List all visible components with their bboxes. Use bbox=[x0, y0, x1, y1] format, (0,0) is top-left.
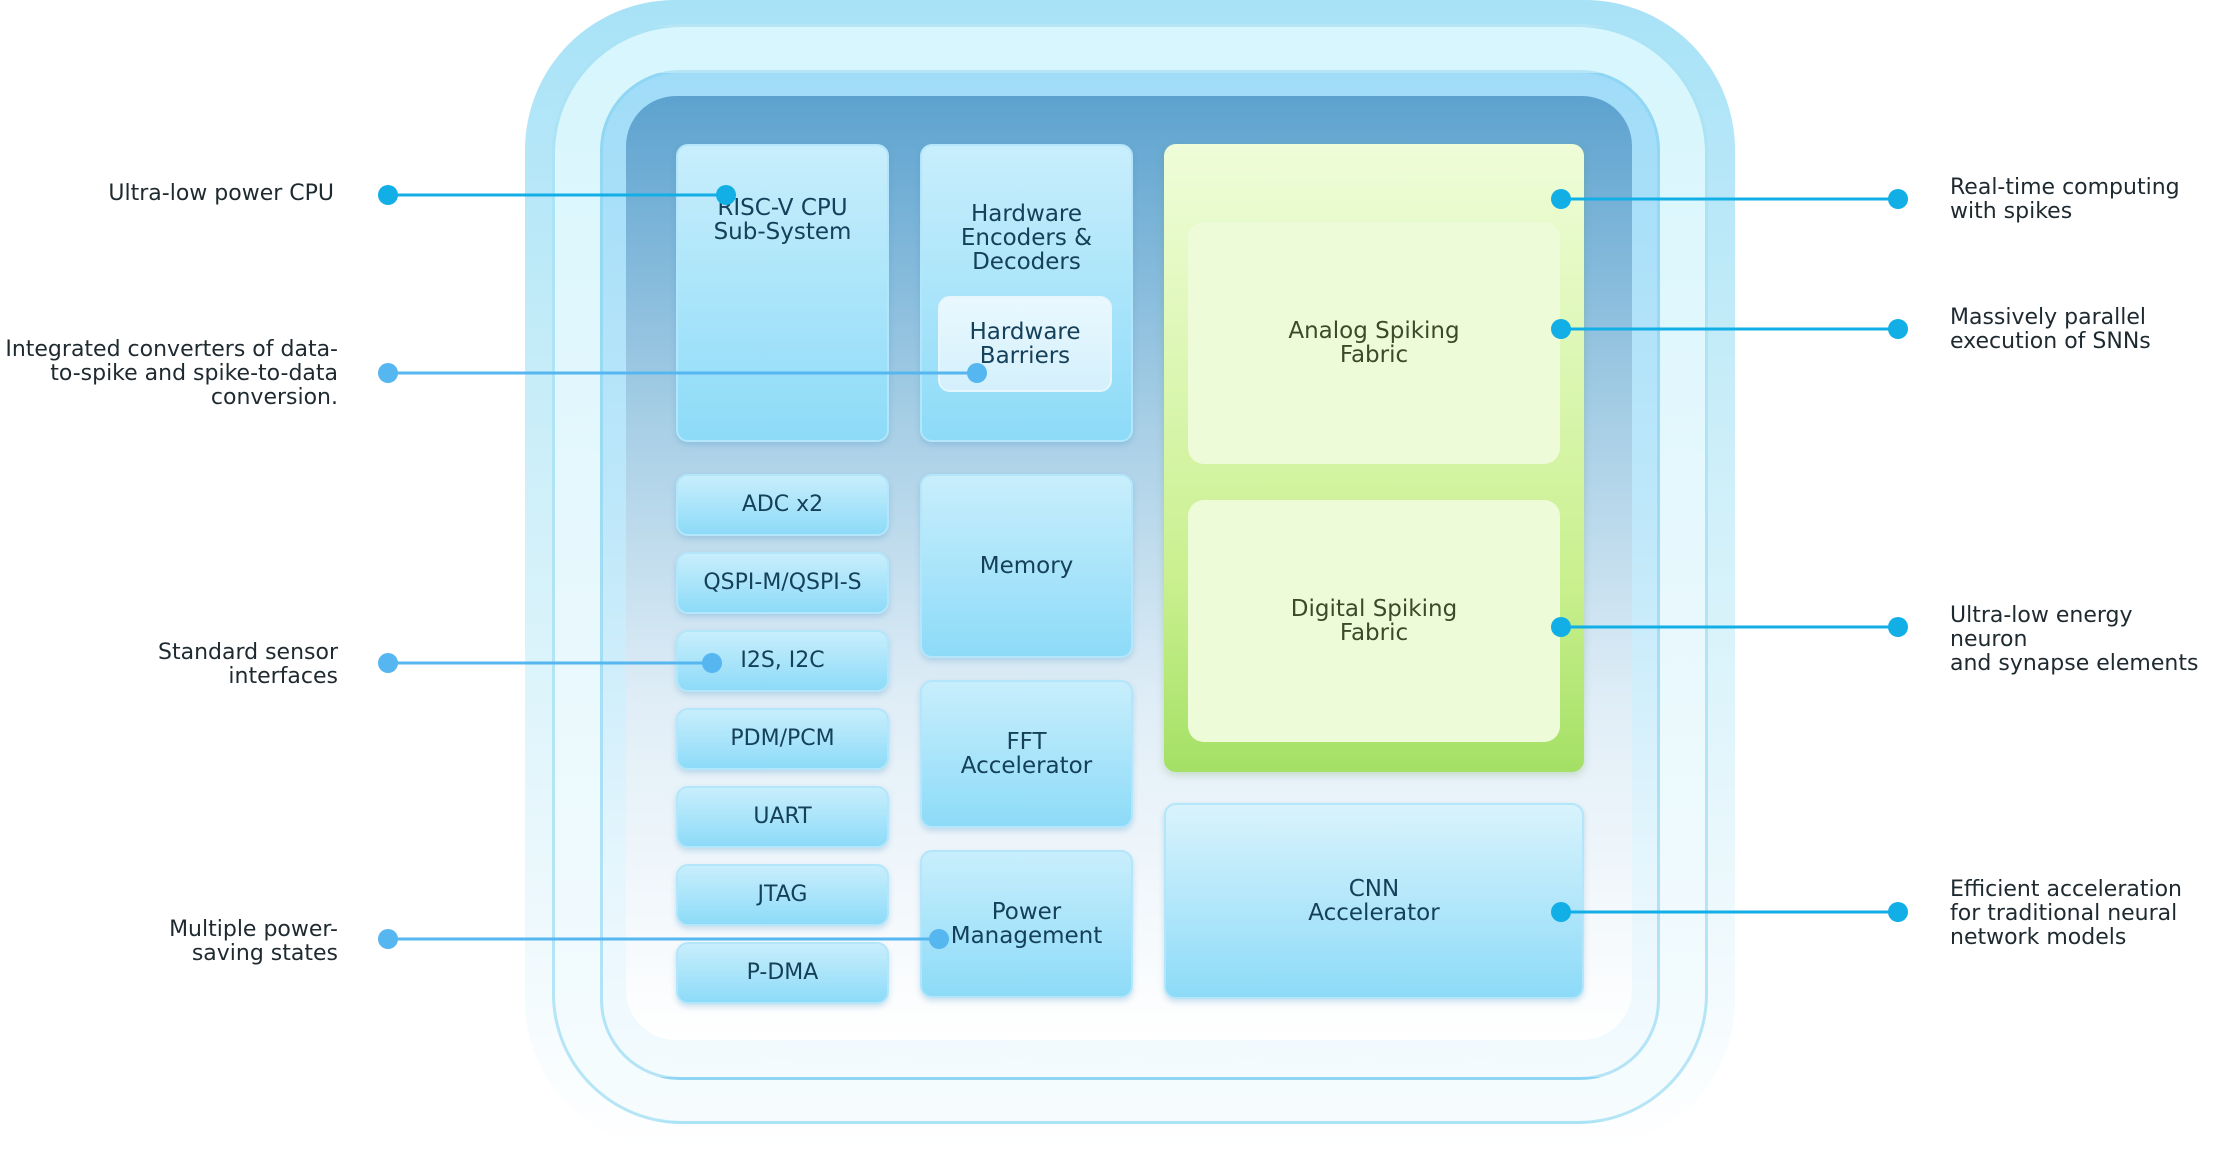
encoders-label: Hardware Encoders & Decoders bbox=[960, 201, 1093, 275]
annotation-ultra-low-energy: Ultra-low energy neuron and synapse elem… bbox=[1950, 603, 2199, 676]
realtime-connector-dot-end bbox=[1888, 189, 1908, 209]
cnn-accelerator-block: CNN Accelerator bbox=[1164, 803, 1584, 999]
qspi-block: QSPI-M/QSPI-S bbox=[676, 552, 889, 614]
efficient-connector-dot-end bbox=[1888, 902, 1908, 922]
annotation-multiple-power-saving-states: Multiple power- saving states bbox=[169, 917, 338, 966]
analog-spiking-fabric-block: Analog Spiking Fabric bbox=[1188, 222, 1560, 464]
digital-spiking-fabric-block: Digital Spiking Fabric bbox=[1188, 500, 1560, 742]
annotation-massively-parallel: Massively parallel execution of SNNs bbox=[1950, 305, 2151, 354]
annotation-ultra-low-power-cpu: Ultra-low power CPU bbox=[108, 181, 334, 206]
sensor-connector-dot-start bbox=[378, 653, 398, 673]
energy-connector-dot-end bbox=[1888, 617, 1908, 637]
annotation-real-time-computing: Real-time computing with spikes bbox=[1950, 175, 2180, 224]
parallel-connector-dot-end bbox=[1888, 319, 1908, 339]
annotation-integrated-converters: Integrated converters of data- to-spike … bbox=[5, 337, 338, 410]
cpu-connector-dot-start bbox=[378, 185, 398, 205]
i2s-i2c-block: I2S, I2C bbox=[676, 630, 889, 692]
risc-v-cpu-block: RISC-V CPU Sub-System bbox=[676, 144, 889, 442]
annotation-efficient-acceleration: Efficient acceleration for traditional n… bbox=[1950, 877, 2182, 950]
p-dma-block: P-DMA bbox=[676, 942, 889, 1004]
power-connector-dot-start bbox=[378, 929, 398, 949]
fft-accelerator-block: FFT Accelerator bbox=[920, 680, 1133, 828]
uart-block: UART bbox=[676, 786, 889, 848]
hardware-barriers-block: Hardware Barriers bbox=[938, 296, 1112, 392]
memory-block: Memory bbox=[920, 474, 1133, 658]
pdm-pcm-block: PDM/PCM bbox=[676, 708, 889, 770]
jtag-block: JTAG bbox=[676, 864, 889, 926]
power-management-block: Power Management bbox=[920, 850, 1133, 998]
hardware-encoders-decoders-block: Hardware Encoders & Decoders bbox=[920, 144, 1133, 442]
converters-connector-dot-start bbox=[378, 363, 398, 383]
annotation-standard-sensor-interfaces: Standard sensor interfaces bbox=[158, 640, 338, 689]
adc-block: ADC x2 bbox=[676, 474, 889, 536]
